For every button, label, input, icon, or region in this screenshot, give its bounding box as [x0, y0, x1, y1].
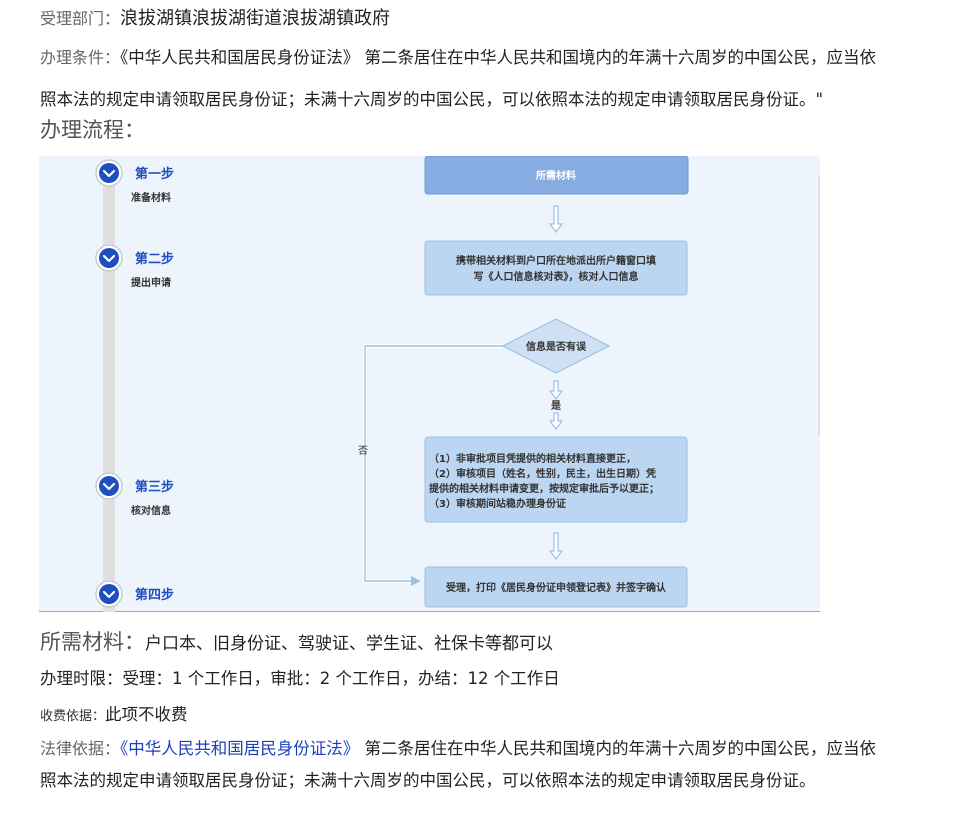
time-limit-row: 办理时限：受理：1 个工作日，审批：2 个工作日，办结：12 个工作日 — [40, 665, 560, 689]
chevron-down-icon — [99, 476, 119, 496]
decision-diamond — [501, 318, 611, 374]
legal-label: 法律依据： — [40, 739, 121, 758]
legal-row-2: 照本法的规定申请领取居民身份证；未满十六周岁的中国公民，可以依照本法的规定申请领… — [40, 767, 816, 791]
timeline-track — [103, 174, 115, 612]
down-arrow-icon — [548, 532, 564, 560]
step-4: 第四步 — [95, 580, 174, 608]
legal-law-link[interactable]: 《中华人民共和国居民身份证法》 — [120, 739, 360, 758]
chevron-down-icon — [99, 248, 119, 268]
materials-row: 所需材料：户口本、旧身份证、驾驶证、学生证、社保卡等都可以 — [40, 626, 553, 656]
department-value: 浪拔湖镇浪拔湖街道浪拔湖镇政府 — [120, 8, 391, 29]
fee-row: 收费依据：此项不收费 — [40, 701, 188, 725]
submit-application-line-2: 写《人口信息核对表》，核对人口信息 — [474, 270, 639, 283]
chevron-down-glyph — [102, 482, 116, 491]
verify-info-box — [424, 436, 688, 523]
step-2: 第二步 提出申请 — [95, 244, 174, 289]
step-3-subtitle: 核对信息 — [131, 504, 171, 517]
conditions-line2: 照本法的规定申请领取居民身份证；未满十六周岁的中国公民，可以依照本法的规定申请领… — [40, 90, 824, 109]
legal-line2: 照本法的规定申请领取居民身份证；未满十六周岁的中国公民，可以依照本法的规定申请领… — [40, 771, 816, 790]
submit-application-box — [424, 240, 688, 296]
accept-sign-box — [424, 566, 688, 608]
fee-value: 此项不收费 — [105, 705, 188, 724]
decision-label: 信息是否有误 — [526, 340, 587, 353]
department-label: 受理部门： — [40, 9, 121, 28]
verify-info-line-4: （3）审核期间站稳办理身份证 — [429, 497, 566, 510]
step-4-title: 第四步 — [135, 587, 174, 603]
down-arrow-icon — [548, 412, 564, 430]
chevron-down-glyph — [102, 169, 116, 178]
step-1-title: 第一步 — [135, 166, 174, 182]
flowchart-background — [39, 156, 820, 612]
conditions-row: 办理条件：《中华人民共和国居民身份证法》 第二条居住在中华人民共和国境内的年满十… — [40, 44, 876, 68]
legal-line1: 第二条居住在中华人民共和国境内的年满十六周岁的中国公民，应当依 — [359, 739, 877, 758]
down-arrow-icon — [548, 205, 564, 233]
conditions-label: 办理条件： — [40, 48, 121, 67]
conditions-row-2: 照本法的规定申请领取居民身份证；未满十六周岁的中国公民，可以依照本法的规定申请领… — [40, 86, 823, 110]
step-3-title: 第三步 — [135, 479, 174, 495]
time-limit-value: 受理：1 个工作日，审批：2 个工作日，办结：12 个工作日 — [122, 669, 560, 688]
legal-row: 法律依据：《中华人民共和国居民身份证法》 第二条居住在中华人民共和国境内的年满十… — [40, 735, 876, 759]
conditions-line1: 《中华人民共和国居民身份证法》 第二条居住在中华人民共和国境内的年满十六周岁的中… — [120, 48, 877, 67]
verify-info-line-1: （1）非审批项目凭提供的相关材料直接更正， — [429, 452, 636, 465]
step-2-title: 第二步 — [135, 251, 174, 267]
accept-sign-label: 受理，打印《居民身份证申领登记表》并签字确认 — [446, 581, 667, 594]
verify-info-line-2: （2）审核项目（姓名，性别，民主，出生日期）凭 — [429, 467, 656, 480]
fee-label: 收费依据： — [40, 709, 106, 724]
verify-info-line-3: 提供的相关材料申请变更，按规定审批后予以更正； — [429, 482, 659, 495]
step-2-subtitle: 提出申请 — [131, 276, 171, 289]
department-row: 受理部门：浪拔湖镇浪拔湖街道浪拔湖镇政府 — [40, 4, 390, 30]
no-branch-line — [364, 345, 503, 582]
submit-application-line-1: 携带相关材料到户口所在地派出所户籍窗口填 — [456, 254, 656, 267]
materials-label: 所需材料： — [40, 630, 145, 654]
step-1: 第一步 准备材料 — [95, 159, 174, 204]
step-1-subtitle: 准备材料 — [131, 191, 171, 204]
step-3: 第三步 核对信息 — [95, 472, 174, 517]
chevron-down-glyph — [102, 590, 116, 599]
down-arrow-icon — [548, 380, 564, 400]
chevron-down-glyph — [102, 254, 116, 263]
required-materials-box — [424, 156, 689, 195]
process-flowchart: 第一步 准备材料 第二步 提出申请 第三步 核对信息 第四步 所需材料 携带相关… — [39, 156, 820, 612]
process-label: 办理流程： — [40, 118, 145, 142]
time-limit-label: 办理时限： — [40, 669, 123, 688]
right-arrow-icon — [411, 576, 421, 586]
required-materials-box-label: 所需材料 — [536, 169, 576, 182]
chevron-down-icon — [99, 584, 119, 604]
yes-label: 是 — [550, 400, 561, 412]
chevron-down-icon — [99, 163, 119, 183]
materials-value: 户口本、旧身份证、驾驶证、学生证、社保卡等都可以 — [145, 634, 553, 654]
no-label: 否 — [358, 445, 368, 457]
